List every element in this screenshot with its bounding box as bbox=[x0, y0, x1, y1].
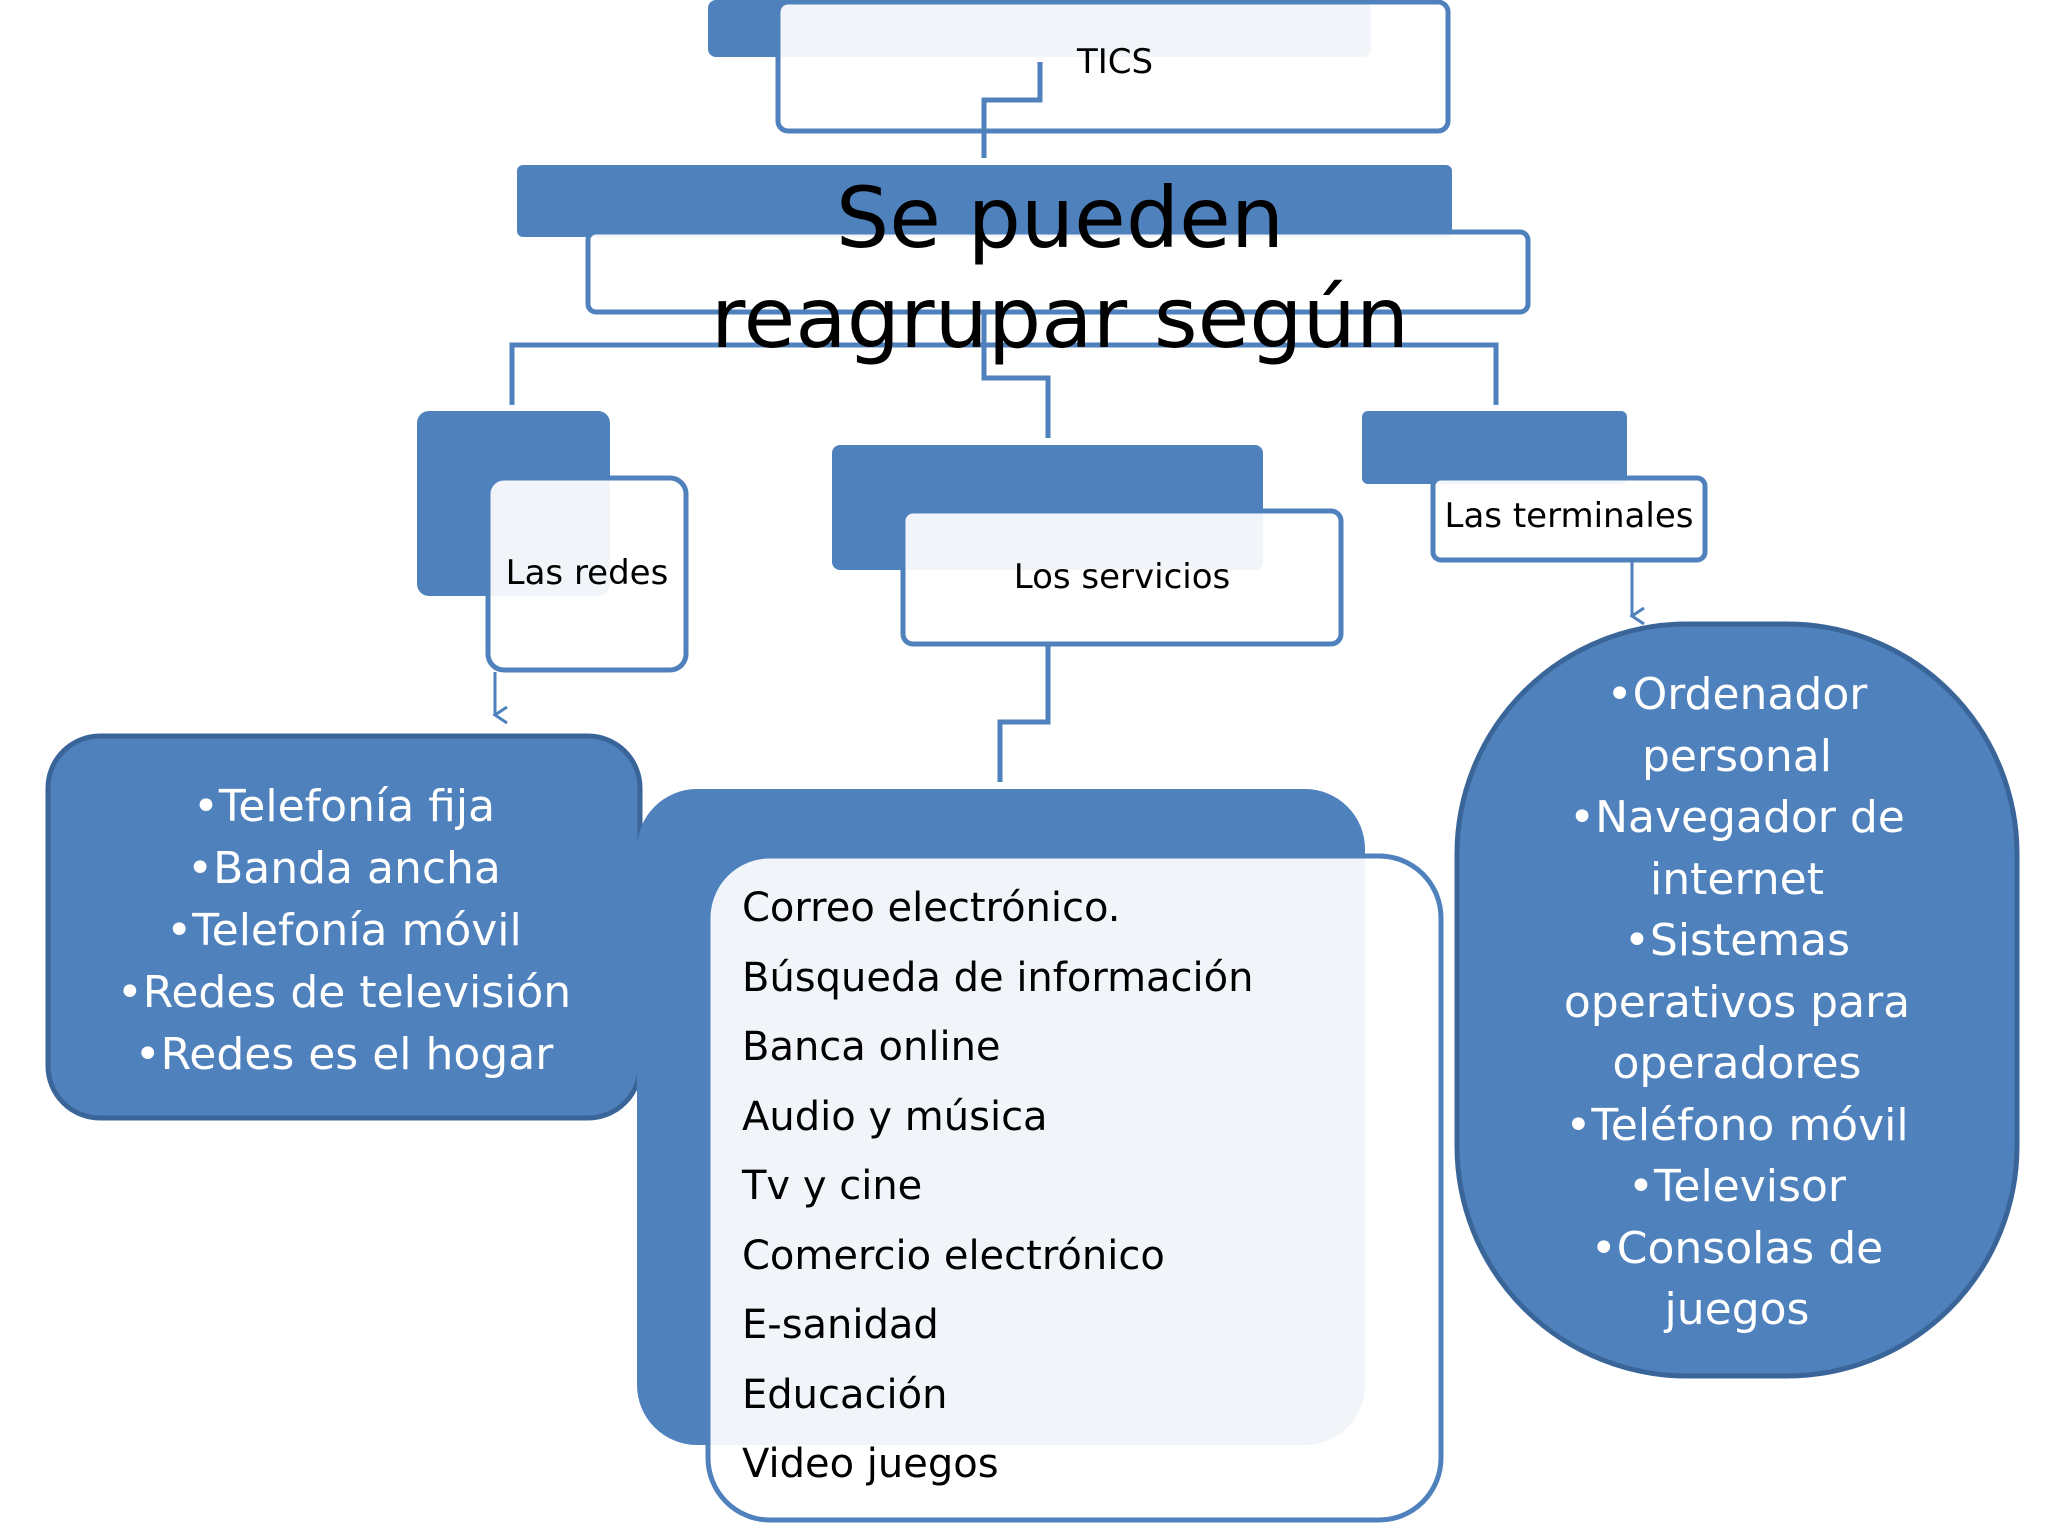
list-item: •Televisor bbox=[1628, 1161, 1846, 1212]
connector-subtitle-terminales bbox=[984, 342, 1499, 405]
list-item: Tv y cine bbox=[742, 1163, 923, 1209]
list-item: •Navegador de internet bbox=[1569, 792, 1905, 905]
list-item: Video juegos bbox=[742, 1441, 999, 1487]
list-item: Búsqueda de información bbox=[742, 954, 1254, 1001]
list-item: •Telefonía fija bbox=[192, 781, 496, 832]
terminales-list-box bbox=[1454, 621, 2020, 1379]
root-label: TICS bbox=[1076, 42, 1154, 82]
connector-servicios-list bbox=[997, 644, 1051, 782]
list-item: •Telefonía móvil bbox=[166, 905, 522, 956]
redes-label: Las redes bbox=[505, 553, 669, 593]
list-item: Comercio electrónico bbox=[742, 1232, 1165, 1279]
redes-node-box bbox=[485, 475, 689, 673]
list-item: •Redes es el hogar bbox=[134, 1029, 554, 1080]
list-item: •Sistemas operativos para operadores bbox=[1563, 915, 1911, 1089]
connector-subtitle-redes bbox=[509, 342, 984, 405]
terminales-node-box bbox=[1430, 475, 1708, 563]
list-item: •Ordenador personal bbox=[1606, 669, 1868, 782]
subtitle-node-box bbox=[585, 229, 1531, 315]
terminales-label: Las terminales bbox=[1444, 496, 1694, 536]
subtitle-label: Se pueden reagrupar según bbox=[710, 169, 1410, 367]
servicios-list-box bbox=[705, 853, 1444, 1523]
list-item: •Redes de televisión bbox=[116, 967, 572, 1018]
list-item: Banca online bbox=[742, 1024, 1001, 1070]
list-item: Correo electrónico. bbox=[742, 885, 1121, 931]
list-item: Audio y música bbox=[742, 1093, 1048, 1140]
connector-subtitle-servicios bbox=[981, 312, 1051, 438]
subtitle-node-backdrop bbox=[517, 165, 1452, 237]
list-item: •Consolas de juegos bbox=[1590, 1222, 1884, 1336]
servicios-list: Correo electrónico. Búsqueda de informac… bbox=[742, 874, 1402, 1500]
servicios-label: Los servicios bbox=[1013, 557, 1231, 597]
list-item: Educación bbox=[742, 1371, 948, 1418]
redes-list: •Telefonía fija •Banda ancha •Telefonía … bbox=[48, 776, 640, 1086]
root-node-box bbox=[775, 0, 1451, 134]
list-item: •Teléfono móvil bbox=[1565, 1099, 1909, 1151]
connector-root-subtitle bbox=[981, 62, 1043, 158]
terminales-node-backdrop bbox=[1362, 411, 1627, 484]
list-item: E-sanidad bbox=[742, 1302, 939, 1348]
terminales-list: •Ordenador personal •Navegador de intern… bbox=[1547, 664, 1927, 1341]
servicios-node-box bbox=[900, 508, 1344, 647]
list-item: •Banda ancha bbox=[187, 843, 501, 894]
